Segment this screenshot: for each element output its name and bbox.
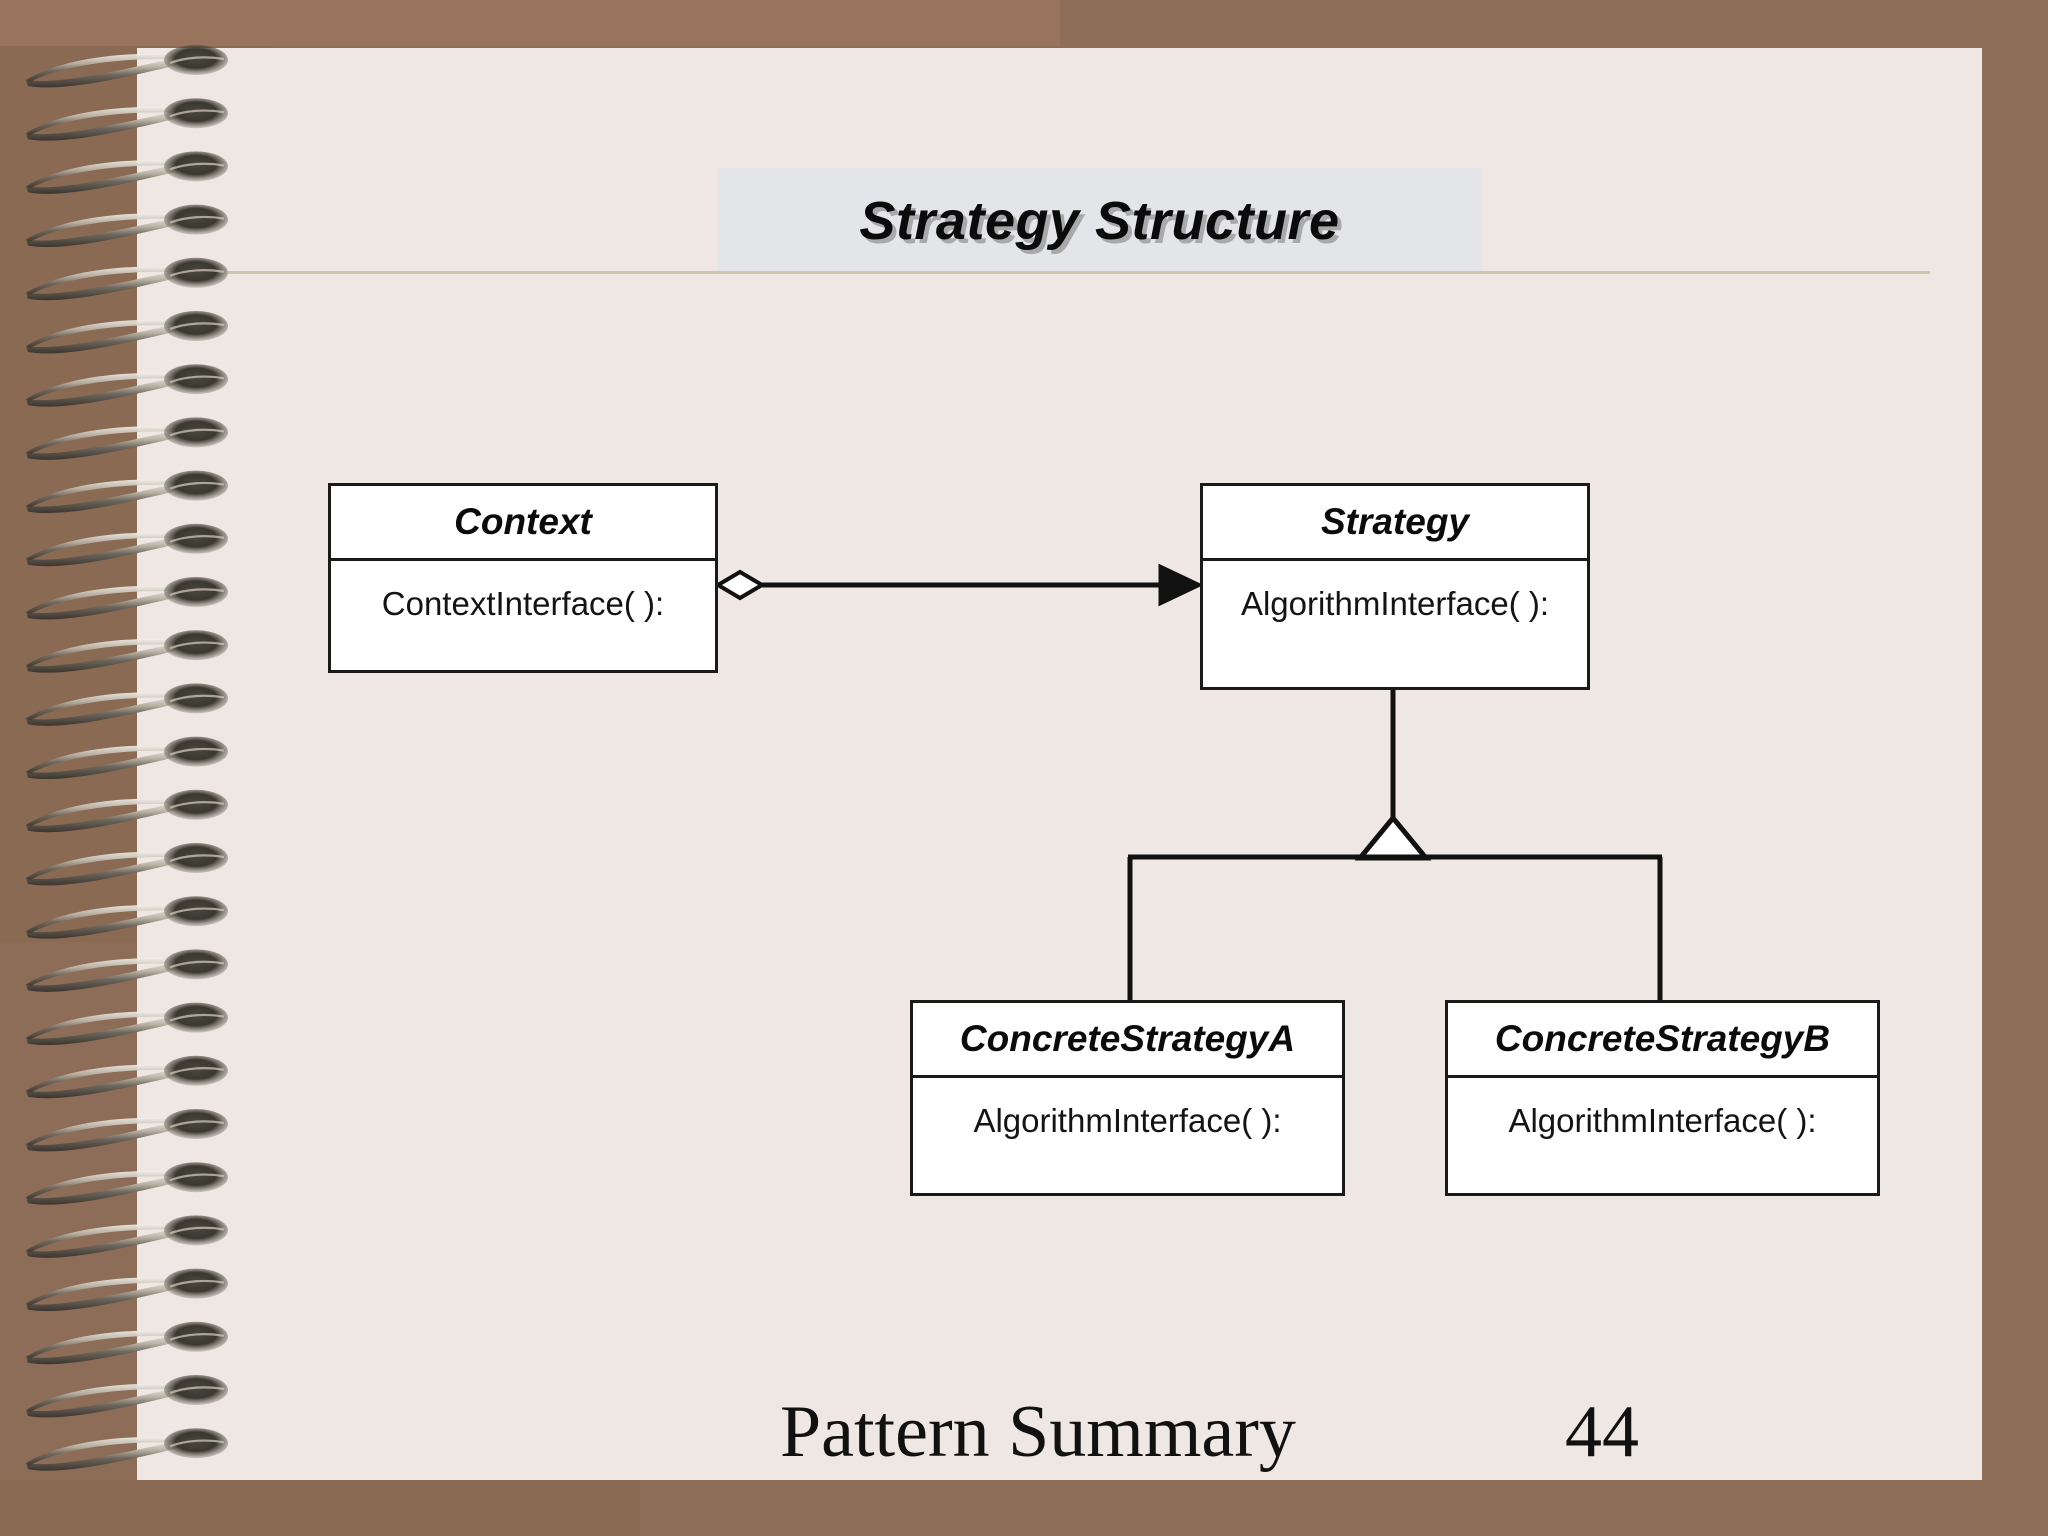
uml-class-name: Strategy — [1203, 486, 1587, 561]
title-divider-rule — [228, 271, 1930, 274]
uml-class-operation: AlgorithmInterface( ): — [1508, 1102, 1817, 1139]
footer-title: Pattern Summary — [780, 1391, 1296, 1473]
backdrop-panel-bottom — [0, 1480, 640, 1536]
backdrop-panel-top — [0, 0, 1060, 46]
page-number: 44 — [1565, 1391, 1639, 1473]
page-title: Strategy Structure — [859, 191, 1340, 251]
uml-class-operation: AlgorithmInterface( ): — [1240, 585, 1550, 622]
uml-class-name: Context — [331, 486, 715, 561]
uml-class-name: ConcreteStrategyB — [1448, 1003, 1877, 1078]
uml-class-concrete-strategy-b[interactable]: ConcreteStrategyB AlgorithmInterface( ): — [1445, 1000, 1880, 1196]
notebook-page — [137, 48, 1982, 1480]
uml-class-concrete-strategy-a[interactable]: ConcreteStrategyA AlgorithmInterface( ): — [910, 1000, 1345, 1196]
uml-class-strategy[interactable]: Strategy AlgorithmInterface( ): — [1200, 483, 1590, 690]
uml-class-operation: ContextInterface( ): — [381, 585, 665, 622]
title-band — [717, 168, 1482, 272]
uml-class-operation: AlgorithmInterface( ): — [973, 1102, 1282, 1139]
uml-class-context[interactable]: Context ContextInterface( ): — [328, 483, 718, 673]
uml-class-name: ConcreteStrategyA — [913, 1003, 1342, 1078]
